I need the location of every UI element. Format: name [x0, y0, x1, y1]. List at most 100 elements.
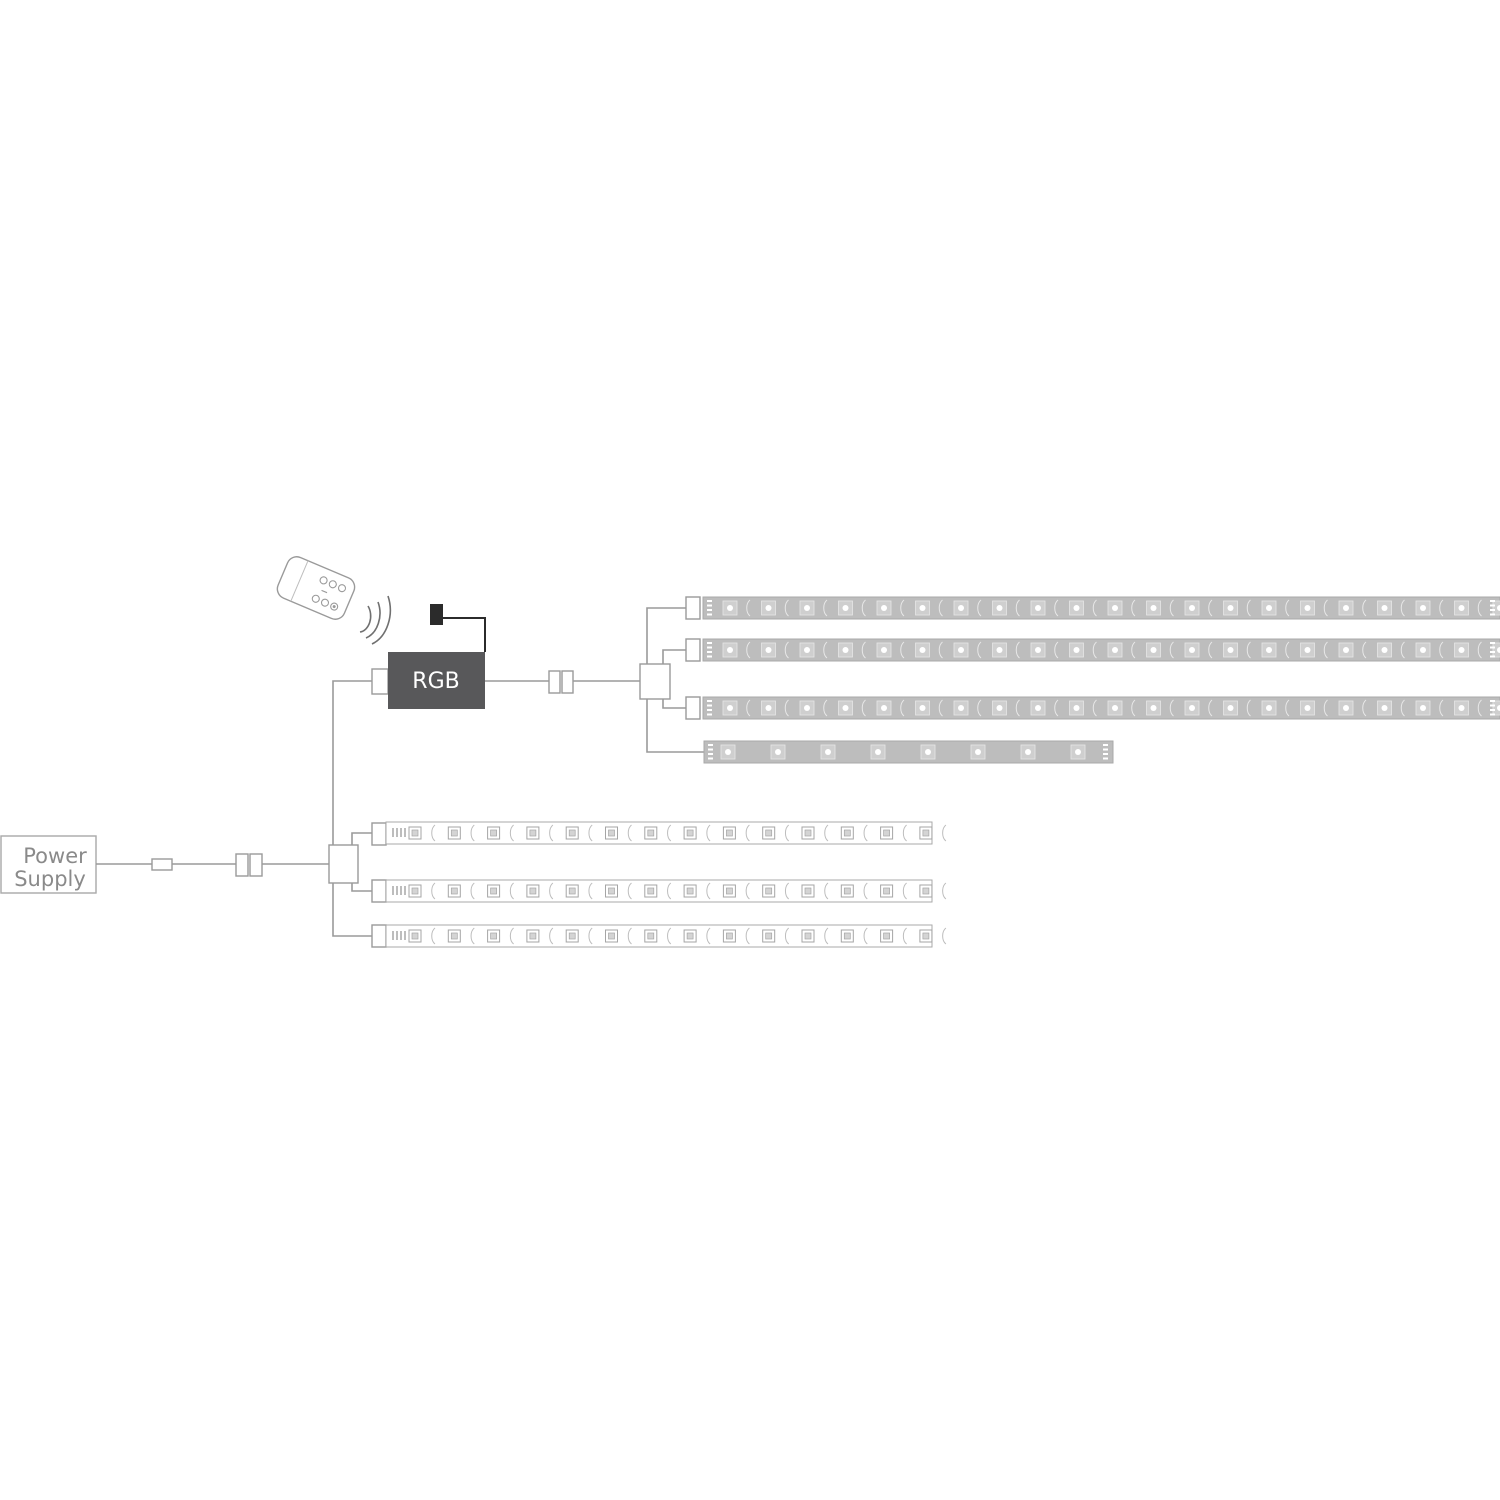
led-chip — [919, 927, 947, 945]
led-chip — [1146, 699, 1174, 717]
led-chip — [799, 699, 828, 717]
led-chip — [870, 744, 886, 760]
ir-sensor — [430, 604, 486, 652]
led-chip — [920, 744, 936, 760]
led-chip — [1415, 599, 1444, 617]
led-chip — [762, 824, 790, 842]
strip-contact-pin — [400, 886, 402, 895]
led-chip — [1107, 699, 1136, 717]
led-chip — [915, 641, 943, 659]
led-chip — [1454, 641, 1482, 659]
strip-contact-pin — [1490, 609, 1495, 611]
strip-contact-pin — [400, 828, 402, 837]
led-chip — [970, 744, 986, 760]
strip-contact-pin — [396, 828, 398, 837]
led-chip — [1300, 641, 1328, 659]
strip-contact-pin — [1103, 744, 1108, 746]
strip-contact-pin — [707, 646, 712, 649]
power-cable — [96, 853, 329, 877]
strip-contact-pin — [707, 704, 712, 707]
strip-contact-pin — [396, 886, 398, 895]
led-chip — [565, 882, 593, 900]
led-chip — [1107, 641, 1136, 659]
led-chip — [880, 882, 907, 900]
led-chip — [722, 927, 750, 945]
led-chip — [770, 744, 786, 760]
led-strip-lower — [385, 821, 947, 845]
led-chip — [1300, 699, 1328, 717]
led-chip — [408, 824, 436, 842]
led-chip — [1223, 699, 1251, 717]
led-strip-upper — [703, 740, 1114, 764]
strip-contact-pin — [707, 600, 712, 602]
led-chip — [915, 699, 943, 717]
led-chip — [1030, 599, 1059, 617]
led-chip — [1338, 699, 1367, 717]
strip-contact-pin — [708, 753, 713, 755]
lower-led-strips — [385, 821, 947, 948]
led-chip — [1454, 699, 1482, 717]
led-chip — [644, 927, 672, 945]
led-chip — [1377, 699, 1405, 717]
led-chip — [526, 882, 554, 900]
cable-coupler-connector — [235, 853, 263, 877]
strip-contact-pin — [708, 744, 713, 746]
strip-contact-pin — [707, 604, 712, 607]
led-chip — [1377, 641, 1405, 659]
led-chip — [1146, 599, 1174, 617]
led-chip — [801, 824, 829, 842]
led-chip — [953, 599, 982, 617]
led-chip — [605, 927, 632, 945]
led-chip — [722, 824, 750, 842]
upper-strip-connectors — [685, 596, 701, 720]
led-chip — [915, 599, 943, 617]
led-chip — [880, 824, 907, 842]
led-chip — [1223, 641, 1251, 659]
led-chip — [1020, 744, 1036, 760]
led-chip — [526, 824, 554, 842]
led-chip — [840, 824, 868, 842]
led-chip — [761, 599, 789, 617]
led-chip — [565, 824, 593, 842]
led-chip — [1454, 599, 1482, 617]
led-strip-lower — [385, 924, 947, 948]
led-chip — [487, 882, 514, 900]
led-chip — [876, 699, 905, 717]
strip-contact-pin — [1103, 748, 1108, 751]
power-supply-label-line2: Supply — [14, 867, 86, 891]
led-chip — [953, 641, 982, 659]
strip-contact-pin — [708, 757, 713, 760]
led-chip — [1069, 699, 1097, 717]
led-chip — [992, 599, 1020, 617]
led-chip — [953, 699, 982, 717]
controller-label: RGB — [412, 669, 459, 694]
led-strip-upper — [702, 638, 1500, 662]
strip-contact-pin — [404, 931, 406, 940]
led-chip — [1377, 599, 1405, 617]
led-chip — [487, 824, 514, 842]
controller-input-connector — [371, 668, 389, 695]
led-chip — [1261, 599, 1290, 617]
led-chip — [447, 927, 475, 945]
led-chip — [840, 882, 868, 900]
strip-contact-pin — [707, 709, 712, 711]
led-chip — [1415, 641, 1444, 659]
output-coupler-connector — [548, 670, 574, 694]
led-chip — [722, 882, 750, 900]
strip-contact-pin — [392, 931, 394, 940]
led-chip — [526, 927, 554, 945]
led-chip — [1069, 641, 1097, 659]
upper-led-strips — [702, 596, 1500, 764]
led-chip — [1261, 641, 1290, 659]
led-chip — [683, 927, 711, 945]
led-strip-upper — [702, 596, 1500, 620]
led-chip — [1069, 599, 1097, 617]
led-chip — [801, 882, 829, 900]
led-chip — [408, 927, 436, 945]
strip-contact-pin — [404, 886, 406, 895]
led-chip — [565, 927, 593, 945]
strip-contact-pin — [1490, 651, 1495, 653]
led-chip — [762, 882, 790, 900]
led-chip — [722, 599, 751, 617]
